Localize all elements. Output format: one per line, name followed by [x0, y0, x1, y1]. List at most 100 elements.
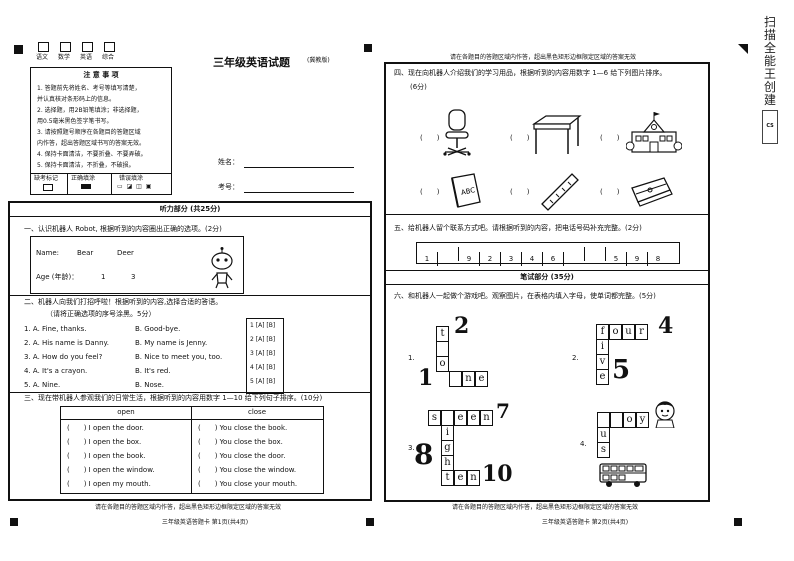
letter-cell[interactable]: r [635, 324, 648, 340]
absent-mark-box[interactable] [43, 184, 53, 191]
pencil-case-icon [628, 174, 674, 208]
q4-paren[interactable]: ( ) [600, 188, 620, 196]
phone-digit-cell: 9 [459, 252, 480, 266]
letter-cell[interactable]: e [475, 371, 488, 387]
q3-close-row[interactable]: ( ) You close the door. [198, 452, 286, 460]
q4-title: 四、现在向机器人介绍我们的学习用品，根据听到的内容用数字 1—6 给下列图片排序… [394, 69, 667, 77]
q1-option[interactable]: 3 [131, 273, 136, 281]
q4-paren[interactable]: ( ) [420, 188, 440, 196]
notice-line: 内作答，超出答题区域书写的答案无效。 [37, 140, 146, 147]
letter-cell[interactable]: t [436, 326, 449, 342]
q4-paren[interactable]: ( ) [510, 188, 530, 196]
letter-cell[interactable]: e [596, 369, 609, 385]
phone-digit-cell: 5 [606, 252, 627, 266]
col-header-open: open [117, 408, 135, 416]
letter-cell[interactable]: e [467, 410, 480, 426]
subject-checkbox[interactable] [104, 42, 115, 52]
letter-cell[interactable]: n [462, 371, 475, 387]
letter-cell[interactable]: e [454, 410, 467, 426]
answer-bubble-row[interactable]: 4 [A] [B] [250, 364, 276, 371]
phone-digit-cell: 3 [501, 252, 522, 266]
letter-cell[interactable] [441, 410, 454, 426]
q4-paren[interactable]: ( ) [420, 134, 440, 142]
letter-cell[interactable]: g [441, 440, 454, 456]
digit-ten-icon: 10 [482, 461, 513, 487]
mark-legend: 缺考标记 正确填涂 错误填涂 ▭ ◪ ◫ ▣ [31, 173, 171, 194]
puzzle-label: 1. [408, 354, 415, 362]
letter-cell[interactable] [436, 341, 449, 357]
digit-one-icon: 1 [418, 365, 434, 391]
name-field[interactable] [244, 167, 354, 168]
robot-icon [207, 247, 237, 289]
q3-open-row[interactable]: ( ) I open the box. [67, 438, 142, 446]
letter-cell[interactable] [610, 412, 623, 428]
letter-cell[interactable] [597, 412, 610, 428]
letter-cell[interactable]: o [623, 412, 636, 428]
q2-option: 4. A. It's a crayon. [24, 367, 88, 375]
q4-paren[interactable]: ( ) [510, 134, 530, 142]
q2-option: B. My name is Jenny. [135, 339, 208, 347]
phone-digit-cell[interactable] [564, 247, 585, 261]
q1-option[interactable]: 1 [101, 273, 106, 281]
subject-checkbox[interactable] [60, 42, 71, 52]
q4-paren[interactable]: ( ) [600, 134, 620, 142]
q1-card: Name: Bear Deer Age (年龄)： 1 3 [30, 236, 244, 294]
notice-box: 注 意 事 项 1. 答题前先将姓名、考号等填写清楚， 并认真核对条形码上的信息… [30, 67, 172, 195]
book-icon: ABC [448, 172, 484, 210]
phone-digit-cell: 9 [627, 252, 648, 266]
letter-cell[interactable]: e [454, 470, 467, 486]
letter-cell[interactable]: i [596, 339, 609, 355]
answer-bubble-row[interactable]: 5 [A] [B] [250, 378, 276, 385]
letter-cell[interactable]: u [597, 427, 610, 443]
notice-line: 4. 保持卡面清洁，不要折叠、不要弄破。 [37, 151, 147, 158]
footer-warning: 请在各题目的答题区域内作答，超出黑色矩形边框限定区域的答案无效 [451, 504, 638, 511]
q2-title: 二、机器人向我们打招呼啦！根据听到的内容,选择合适的答语。 [24, 298, 223, 306]
q3-open-row[interactable]: ( ) I open my mouth. [67, 480, 151, 488]
phone-digit-cell[interactable] [585, 247, 606, 261]
q2-option: B. It's red. [135, 367, 171, 375]
corner-triangle-mark [738, 44, 748, 54]
letter-cell[interactable]: t [441, 470, 454, 486]
letter-cell[interactable]: u [622, 324, 635, 340]
letter-cell[interactable]: f [596, 324, 609, 340]
letter-cell[interactable] [449, 371, 462, 387]
letter-cell[interactable]: v [596, 354, 609, 370]
q3-close-row[interactable]: ( ) You close the box. [198, 438, 283, 446]
boy-icon [652, 398, 678, 428]
letter-cell[interactable]: n [467, 470, 480, 486]
letter-cell[interactable]: s [428, 410, 441, 426]
q3-open-row[interactable]: ( ) I open the door. [67, 424, 144, 432]
subject-checkbox[interactable] [82, 42, 93, 52]
letter-cell[interactable]: o [609, 324, 622, 340]
q3-open-row[interactable]: ( ) I open the window. [67, 466, 155, 474]
name-label: 姓名： [218, 158, 239, 166]
digit-four-icon: 4 [658, 313, 674, 339]
letter-cell[interactable]: i [441, 425, 454, 441]
subject-checkbox[interactable] [38, 42, 49, 52]
exam-no-field[interactable] [244, 192, 354, 193]
phone-digit-cell[interactable] [438, 247, 459, 261]
q1-option[interactable]: Deer [117, 249, 134, 257]
q1-option[interactable]: Bear [77, 249, 94, 257]
answer-bubble-row[interactable]: 2 [A] [B] [250, 336, 276, 343]
answer-bubble-row[interactable]: 3 [A] [B] [250, 350, 276, 357]
bus-icon [598, 462, 648, 488]
letter-cell[interactable]: o [436, 356, 449, 372]
digit-five-icon: 5 [612, 355, 631, 385]
letter-cell[interactable]: y [636, 412, 649, 428]
q3-close-row[interactable]: ( ) You close the book. [198, 424, 288, 432]
letter-cell[interactable]: h [441, 455, 454, 471]
q2-option: B. Nose. [135, 381, 164, 389]
watermark-text: 扫描全能王 创建 [764, 15, 777, 107]
q2-option: 2. A. His name is Danny. [24, 339, 109, 347]
mark-label: 正确填涂 [71, 175, 96, 182]
crossword-3: s e e n i g h t e n 7 8 10 [414, 398, 556, 494]
q3-close-row[interactable]: ( ) You close the window. [198, 466, 297, 474]
answer-bubble-row[interactable]: 1 [A] [B] [250, 322, 276, 329]
q3-close-row[interactable]: ( ) You close your mouth. [198, 480, 298, 488]
q3-open-row[interactable]: ( ) I open the book. [67, 452, 146, 460]
section-title: 听力部分 (共25分) [159, 205, 221, 213]
letter-cell[interactable]: s [597, 442, 610, 458]
notice-line: 1. 答题前先将姓名、考号等填写清楚， [37, 85, 141, 92]
letter-cell[interactable]: n [480, 410, 493, 426]
